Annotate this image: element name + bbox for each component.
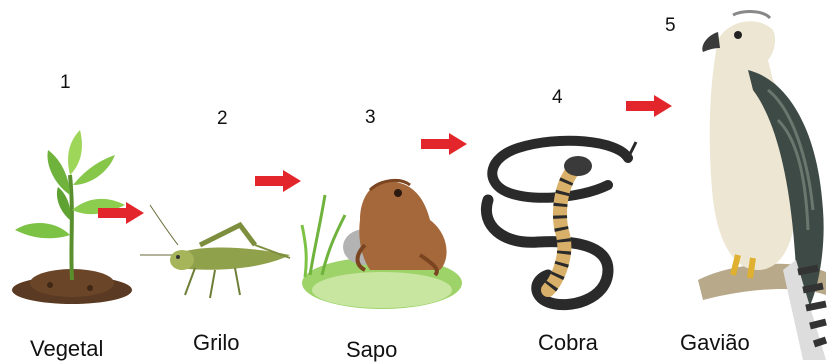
label-sapo: Sapo — [346, 339, 397, 361]
step-number-4: 4 — [552, 88, 563, 107]
label-grilo: Grilo — [193, 332, 239, 354]
cobra-icon — [478, 130, 648, 320]
label-vegetal: Vegetal — [30, 338, 103, 360]
step-number-3: 3 — [365, 108, 376, 127]
right-arrow-icon — [98, 202, 144, 224]
cricket-icon — [140, 200, 300, 310]
step-number-5: 5 — [665, 16, 676, 35]
label-cobra: Cobra — [538, 332, 598, 354]
step-number-1: 1 — [60, 73, 71, 92]
hawk-icon — [678, 10, 828, 360]
right-arrow-icon — [626, 95, 672, 117]
toad-icon — [300, 165, 465, 315]
step-number-2: 2 — [217, 109, 228, 128]
right-arrow-icon — [255, 170, 301, 192]
right-arrow-icon — [421, 133, 467, 155]
label-gaviao: Gavião — [680, 332, 750, 354]
